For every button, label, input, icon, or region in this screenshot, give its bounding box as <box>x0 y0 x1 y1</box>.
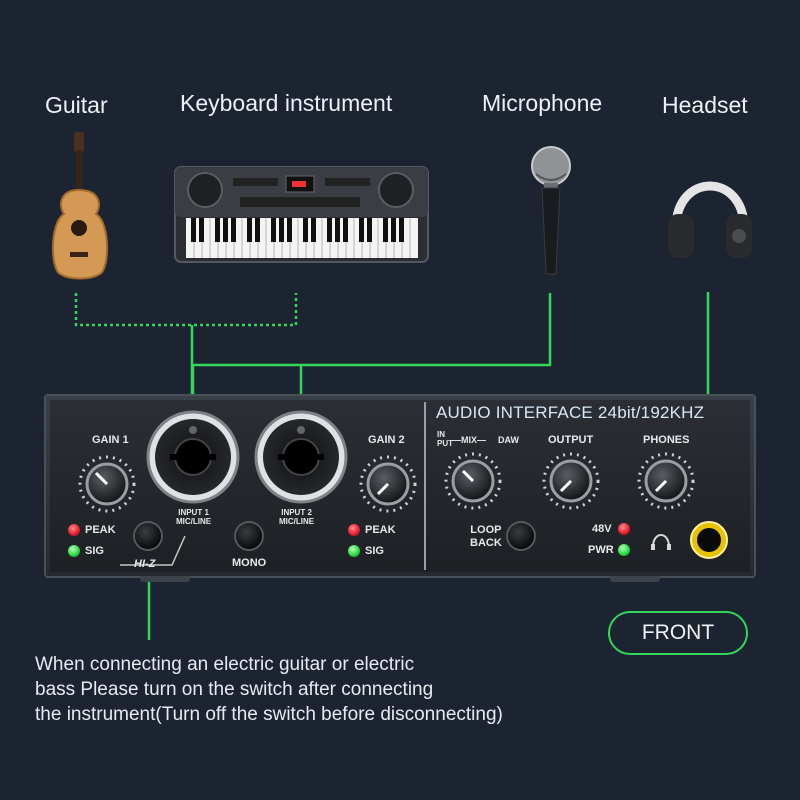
hiz-button[interactable] <box>135 523 161 549</box>
pwr-led <box>618 544 630 556</box>
peak2-label: PEAK <box>365 524 396 536</box>
peak2-led <box>348 524 360 536</box>
pwr-label: PWR <box>588 544 614 556</box>
hiz-note: When connecting an electric guitar or el… <box>35 654 503 725</box>
48v-label: 48V <box>592 523 612 535</box>
peak1-led <box>68 524 80 536</box>
sig1-led <box>68 545 80 557</box>
keyboard-icon <box>174 166 429 263</box>
microphone-label: Microphone <box>482 90 603 116</box>
sig1-label: SIG <box>85 545 104 557</box>
headset-label: Headset <box>662 92 748 118</box>
output-label: OUTPUT <box>548 434 594 446</box>
panel-divider <box>424 402 426 570</box>
guitar-label: Guitar <box>45 92 108 118</box>
keyboard-label: Keyboard instrument <box>180 90 393 116</box>
front-badge: FRONT <box>608 611 748 655</box>
phones-label: PHONES <box>643 434 690 446</box>
hiz-label: HI-Z <box>134 558 156 570</box>
guitar-icon <box>51 132 109 280</box>
mix-label: —MIX— <box>452 435 487 445</box>
mono-label: MONO <box>232 557 267 569</box>
peak1-label: PEAK <box>85 524 116 536</box>
daw-label: DAW <box>498 435 519 445</box>
device-title: AUDIO INTERFACE 24bit/192KHZ <box>436 403 705 422</box>
sig2-led <box>348 545 360 557</box>
gain2-label: GAIN 2 <box>368 434 405 446</box>
loop-back-button[interactable] <box>508 523 534 549</box>
device-foot <box>610 576 660 582</box>
gain1-label: GAIN 1 <box>92 434 129 446</box>
48v-led <box>618 523 630 535</box>
sig2-label: SIG <box>365 545 384 557</box>
headset-icon <box>668 181 752 258</box>
device-foot <box>140 576 190 582</box>
microphone-icon <box>531 146 571 275</box>
mono-button[interactable] <box>236 523 262 549</box>
in-put-label: IN PUT <box>437 430 453 448</box>
